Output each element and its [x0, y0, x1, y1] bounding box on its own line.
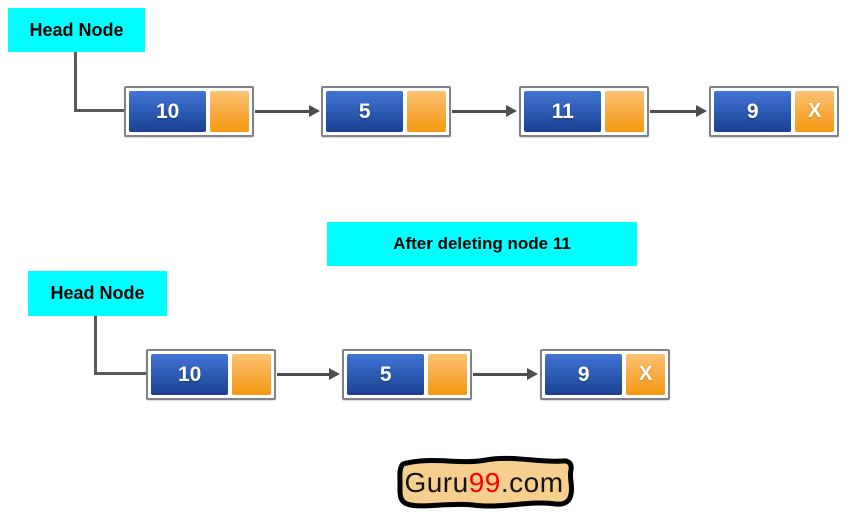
- linked-list-node-after-10: 10: [146, 349, 276, 400]
- node-next-cell: [210, 91, 249, 132]
- node-next-cell: X: [626, 354, 665, 395]
- next-pointer-arrow: [255, 105, 320, 117]
- node-next-cell: [605, 91, 644, 132]
- logo-wavy-border-icon: [397, 455, 575, 509]
- next-pointer-arrow: [277, 368, 340, 380]
- linked-list-node-after-5: 5: [342, 349, 472, 400]
- head-connector-vertical-after: [94, 316, 97, 375]
- caption-box: After deleting node 11: [327, 222, 637, 266]
- linked-list-node-after-9: 9 X: [540, 349, 670, 400]
- head-node-label-text: Head Node: [50, 283, 145, 303]
- head-node-label-text: Head Node: [29, 19, 124, 40]
- node-next-cell: [428, 354, 467, 395]
- next-pointer-arrow: [650, 105, 707, 117]
- node-value-cell: 9: [714, 91, 792, 132]
- head-node-label-before: Head Node: [8, 8, 145, 52]
- linked-list-node-before-10: 10: [124, 86, 254, 137]
- linked-list-node-before-5: 5: [321, 86, 451, 137]
- node-value-cell: 10: [129, 91, 207, 132]
- head-connector-horizontal-before: [74, 109, 126, 112]
- head-connector-horizontal-after: [94, 372, 146, 375]
- caption-text: After deleting node 11: [393, 234, 571, 253]
- node-next-cell: [407, 91, 446, 132]
- linked-list-node-before-11: 11: [519, 86, 649, 137]
- next-pointer-arrow: [452, 105, 517, 117]
- logo-text-com: .com: [500, 467, 564, 498]
- node-value-cell: 5: [326, 91, 404, 132]
- node-next-cell: X: [795, 91, 834, 132]
- next-pointer-arrow: [473, 368, 538, 380]
- logo-text-guru: Guru: [404, 467, 469, 498]
- logo-text-99: 99: [468, 467, 501, 498]
- node-value-cell: 5: [347, 354, 425, 395]
- node-value-cell: 11: [524, 91, 602, 132]
- linked-list-node-before-9: 9 X: [709, 86, 839, 137]
- node-value-cell: 10: [151, 354, 229, 395]
- node-value-cell: 9: [545, 354, 623, 395]
- head-node-label-after: Head Node: [28, 271, 167, 316]
- head-connector-vertical-before: [74, 52, 77, 112]
- node-next-cell: [232, 354, 271, 395]
